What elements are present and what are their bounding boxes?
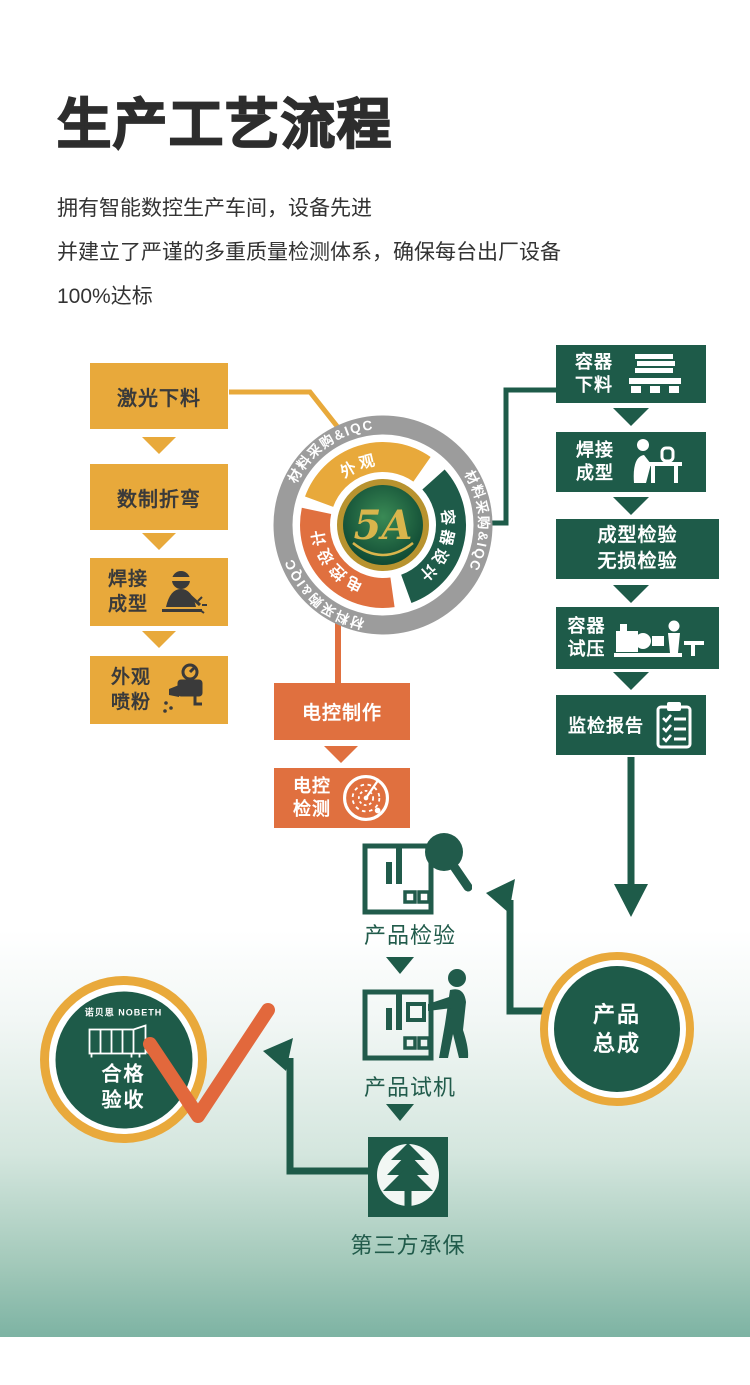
left-arrowhead-icon bbox=[486, 879, 515, 913]
5a-logo: 5A bbox=[354, 502, 413, 549]
radar-gauge-icon bbox=[343, 775, 389, 821]
segment-container-design bbox=[400, 469, 466, 603]
flow-step-electric-testing: 电控 检测 bbox=[274, 768, 410, 828]
flow-step-welding-forming: 焊接 成型 bbox=[90, 558, 228, 626]
down-chevron-icon bbox=[142, 631, 176, 648]
intro-line-1: 拥有智能数控生产车间，设备先进 bbox=[57, 197, 372, 220]
intro-line-2: 并建立了严谨的多重质量检测体系，确保每台出厂设备 bbox=[57, 241, 561, 264]
flow-step-pressure-test: 容器 试压 bbox=[556, 607, 719, 669]
segment-electric-design bbox=[300, 507, 395, 608]
down-chevron-icon bbox=[613, 408, 649, 426]
step-label: 容器 试压 bbox=[567, 616, 606, 659]
connector-rosette-to-container bbox=[489, 387, 557, 526]
down-chevron-icon bbox=[386, 957, 414, 974]
workpiece-shape bbox=[660, 446, 675, 463]
flow-step-electric-production: 电控制作 bbox=[274, 683, 410, 740]
medallion-core bbox=[343, 485, 423, 565]
step-label: 焊接 成型 bbox=[107, 569, 148, 615]
design-process-rosette: 材料采购&IQC 材料采购&IQC 材料采购&IQC 外观设计 容器设计 电控设… bbox=[261, 403, 493, 635]
flow-step-forming-ndt-inspection: 成型检验 无损检验 bbox=[556, 519, 719, 579]
flow-step-container-cutting: 容器 下料 bbox=[556, 345, 706, 403]
ring-label: 材料采购&IQC bbox=[462, 467, 492, 573]
flow-step-cnc-bending: 数制折弯 bbox=[90, 464, 228, 530]
powder-spray-icon bbox=[163, 663, 203, 713]
procurement-ring bbox=[273, 415, 493, 635]
box-person-icon bbox=[362, 969, 469, 1061]
pallet-stack-icon bbox=[629, 354, 681, 393]
step-label: 数制折弯 bbox=[117, 488, 201, 511]
assembly-circle: 产品 总成 bbox=[540, 952, 694, 1106]
arrow-thirdparty-to-acceptance bbox=[286, 1058, 368, 1175]
assembly-label: 产品 总成 bbox=[592, 1002, 641, 1056]
step-label: 成型检验 无损检验 bbox=[597, 525, 678, 572]
flow-step-laser-cutting: 激光下料 bbox=[90, 363, 228, 429]
segment-appearance-design bbox=[305, 442, 431, 508]
down-chevron-icon bbox=[613, 672, 649, 690]
acceptance-label: 合格 验收 bbox=[101, 1063, 146, 1112]
step-label: 容器 下料 bbox=[575, 352, 613, 395]
assembly-circle-core: 产品 总成 bbox=[554, 966, 680, 1092]
pressure-test-icon bbox=[613, 620, 704, 657]
down-chevron-icon bbox=[613, 497, 649, 515]
down-chevron-icon bbox=[613, 585, 649, 603]
check-mark-icon bbox=[143, 1003, 275, 1123]
third-party-label: 第三方承保 bbox=[350, 1233, 466, 1258]
arrow-assembly-to-inspection bbox=[506, 900, 548, 1015]
down-chevron-icon bbox=[324, 746, 358, 763]
step-label: 电控 检测 bbox=[293, 776, 331, 819]
down-chevron-icon bbox=[386, 1104, 414, 1121]
down-chevron-icon bbox=[142, 533, 176, 550]
flow-step-welding-forming-right: 焊接 成型 bbox=[556, 432, 706, 492]
welder-icon bbox=[162, 571, 207, 614]
step-label: 外观 喷粉 bbox=[110, 667, 151, 713]
welding-bench-icon bbox=[633, 439, 682, 483]
intro-line-3: 100%达标 bbox=[57, 285, 153, 308]
acceptance-circle-core: 诺贝思 NOBETH 合格 验收 bbox=[55, 991, 192, 1128]
step-label: 激光下料 bbox=[117, 387, 201, 410]
down-chevron-icon bbox=[142, 437, 176, 454]
flow-step-inspection-report: 监检报告 bbox=[556, 695, 706, 755]
flow-step-powder-coating: 外观 喷粉 bbox=[90, 656, 228, 724]
logo-swirl bbox=[352, 542, 414, 557]
page-title: 生产工艺流程 bbox=[56, 94, 393, 156]
box-magnifier-icon bbox=[362, 833, 472, 915]
step-label: 电控制作 bbox=[301, 703, 382, 724]
left-arrowhead-icon bbox=[263, 1038, 293, 1071]
pine-tree-icon bbox=[368, 1137, 448, 1217]
acceptance-circle: 诺贝思 NOBETH 合格 验收 bbox=[40, 976, 207, 1143]
test-run-label: 产品试机 bbox=[363, 1075, 456, 1100]
step-label: 监检报告 bbox=[568, 716, 644, 736]
report-clipboard-icon bbox=[656, 702, 692, 749]
inspection-label: 产品检验 bbox=[363, 923, 456, 948]
step-label: 焊接 成型 bbox=[576, 440, 614, 483]
connector-laser-to-rosette bbox=[229, 389, 342, 432]
brand-logo: 诺贝思 NOBETH bbox=[84, 1007, 163, 1018]
down-arrowhead-icon bbox=[614, 884, 648, 917]
